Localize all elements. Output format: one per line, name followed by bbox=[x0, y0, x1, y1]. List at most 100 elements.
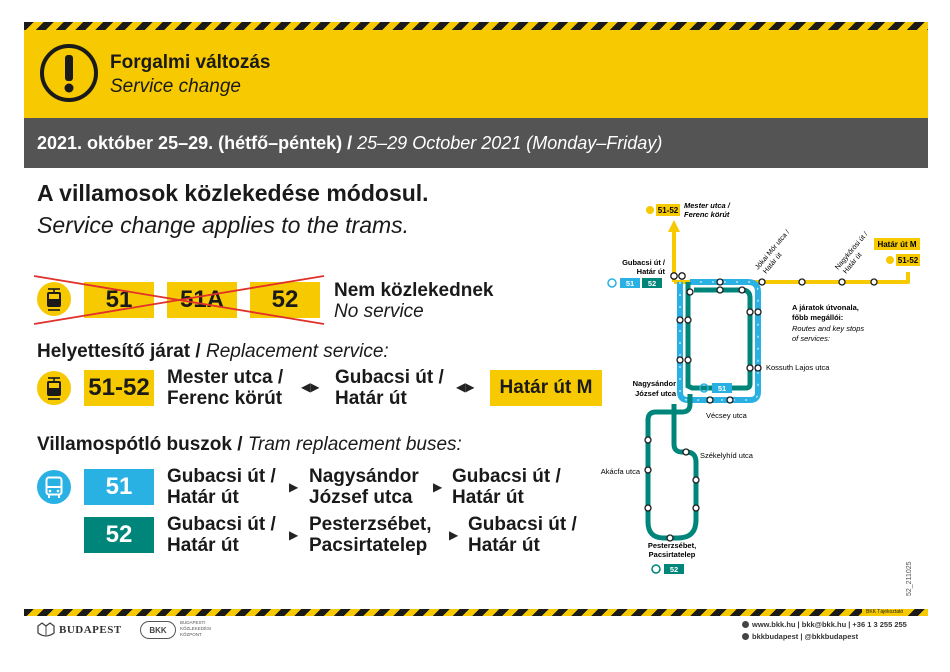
map-bus51-badge-nagysandor bbox=[712, 383, 732, 393]
tram-route-line bbox=[672, 230, 910, 284]
replacement-stop-2-line2: Határ út bbox=[335, 388, 407, 409]
footer-hazard-stripe bbox=[24, 609, 928, 616]
cancelled-status-en: No service bbox=[334, 301, 424, 322]
bus51-stop-b-line1: Nagysándor bbox=[309, 466, 419, 487]
replacement-heading-hu: Helyettesítő járat bbox=[37, 341, 191, 362]
bus52-stop-a-line2: Határ út bbox=[167, 535, 239, 556]
bus51-stop-a-line1: Gubacsi út / bbox=[167, 466, 276, 487]
bus52-stop-c-line1: Gubacsi út / bbox=[468, 514, 577, 535]
bus52-stop-c: Gubacsi út / Határ út bbox=[468, 514, 577, 556]
bidirectional-arrow-icon: ◀▶ bbox=[456, 380, 475, 394]
page-subtitle: Service change bbox=[110, 76, 241, 97]
bkk-full-name: BUDAPESTI KÖZLEKEDÉSI KÖZPONT bbox=[180, 620, 212, 637]
map-bus-icon bbox=[651, 564, 661, 574]
date-hu: 2021. október 25–29. (hétfő–péntek) bbox=[37, 133, 343, 153]
bus-icon bbox=[36, 469, 72, 505]
map-bus52-badge-pesterzsebet bbox=[664, 564, 684, 574]
bus52-stop-b: Pesterzsébet, Pacsirtatelep bbox=[309, 514, 432, 556]
bus51-route-line bbox=[677, 279, 761, 403]
date-separator: / bbox=[342, 133, 358, 153]
map-label-nagysandor-2: József utca bbox=[635, 389, 677, 398]
budapest-crest-icon bbox=[36, 622, 56, 638]
replacement-heading-sep: / bbox=[190, 341, 206, 362]
map-bus-icon bbox=[607, 278, 617, 288]
map-label-nagysandor-1: Nagysándor bbox=[633, 379, 676, 388]
map-label-mester-1: Mester utca / bbox=[684, 201, 731, 210]
tram-icon bbox=[36, 370, 72, 406]
bus-route-51: 51 bbox=[84, 469, 154, 505]
bus51-stop-c-line1: Gubacsi út / bbox=[452, 466, 561, 487]
buses-heading-hu: Villamospótló buszok bbox=[37, 434, 232, 455]
replacement-heading: Helyettesítő járat / Replacement service… bbox=[37, 341, 389, 363]
bus51-stop-a-line2: Határ út bbox=[167, 487, 239, 508]
replacement-stop-1-line1: Mester utca / bbox=[167, 367, 284, 388]
footer-social: bkkbudapest | @bkkbudapest bbox=[752, 632, 859, 641]
map-tram-icon bbox=[646, 206, 654, 214]
arrow-right-icon: ▶ bbox=[433, 480, 443, 494]
cancelled-status-hu: Nem közlekednek bbox=[334, 280, 494, 301]
bus-route-52: 52 bbox=[84, 517, 154, 553]
intro-en: Service change applies to the trams. bbox=[37, 212, 410, 238]
map-bus51-text-nagysandor: 51 bbox=[718, 384, 726, 393]
stop-markers bbox=[644, 272, 878, 542]
cancelled-route-51: 51 bbox=[84, 282, 154, 318]
map-bus52-text-gubacsi: 52 bbox=[648, 279, 656, 288]
map-tram-badge-hatar bbox=[896, 254, 920, 266]
intro-hu: A villamosok közlekedése módosul. bbox=[37, 180, 429, 206]
map-bus52-text-pesterzsebet: 52 bbox=[670, 565, 678, 574]
replacement-stop-2: Gubacsi út / Határ út bbox=[335, 367, 444, 409]
map-label-hatar-m: Határ út M bbox=[877, 240, 916, 249]
footer-small-tag: BKK Tájékoztató bbox=[862, 609, 908, 616]
replacement-route-badge: 51-52 bbox=[84, 370, 154, 406]
header-hazard-stripe bbox=[24, 22, 928, 30]
date-text: 2021. október 25–29. (hétfő–péntek) / 25… bbox=[37, 133, 662, 154]
bus51-stop-a: Gubacsi út / Határ út bbox=[167, 466, 276, 508]
document-code: 52_211025 bbox=[906, 561, 913, 596]
bus51-stop-c-line2: Határ út bbox=[452, 487, 524, 508]
bidirectional-arrow-icon: ◀▶ bbox=[301, 380, 320, 394]
map-bus51-badge-gubacsi bbox=[620, 278, 640, 288]
map-label-gubacsi-2: Határ út bbox=[637, 267, 666, 276]
map-label-akacfa: Akácfa utca bbox=[601, 467, 641, 476]
bus51-stop-b: Nagysándor József utca bbox=[309, 466, 419, 508]
map-label-pesterzsebet-2: Pacsirtatelep bbox=[649, 550, 696, 559]
bus52-stop-b-line2: Pacsirtatelep bbox=[309, 535, 428, 556]
budapest-logo-text: BUDAPEST bbox=[59, 624, 122, 636]
map-hatar-m-badge bbox=[874, 238, 920, 250]
map-legend-2: főbb megállói: bbox=[792, 313, 843, 322]
social-icon bbox=[742, 633, 749, 640]
arrow-right-icon: ▶ bbox=[289, 480, 299, 494]
warning-icon bbox=[38, 42, 100, 104]
footer-contacts: www.bkk.hu | bkk@bkk.hu | +36 1 3 255 25… bbox=[752, 620, 907, 629]
map-legend-1: A járatok útvonala, bbox=[792, 303, 859, 312]
map-legend-4: of services: bbox=[792, 334, 830, 343]
buses-heading: Villamospótló buszok / Tram replacement … bbox=[37, 434, 462, 456]
map-bus51-text-gubacsi: 51 bbox=[626, 279, 634, 288]
map-bus-icon bbox=[699, 383, 709, 393]
map-label-pesterzsebet-1: Pesterzsébet, bbox=[648, 541, 696, 550]
date-en: 25–29 October 2021 (Monday–Friday) bbox=[357, 133, 663, 153]
replacement-stop-3: Határ út M bbox=[490, 370, 602, 406]
tram-icon-cancelled bbox=[36, 281, 72, 317]
map-tram-badge-hatar-text: 51-52 bbox=[898, 256, 919, 265]
map-bus52-badge-gubacsi bbox=[642, 278, 662, 288]
buses-heading-sep: / bbox=[231, 434, 248, 455]
map-label-szekelyhid: Székelyhíd utca bbox=[700, 451, 754, 460]
bus51-stop-b-line2: József utca bbox=[309, 487, 413, 508]
route-map: 51-52 Mester utca / Ferenc körút Gubacsi… bbox=[601, 201, 920, 574]
buses-heading-en: Tram replacement buses: bbox=[247, 434, 462, 455]
bus52-route-line bbox=[645, 282, 753, 541]
map-label-vecsey: Vécsey utca bbox=[706, 411, 748, 420]
bus52-stop-a: Gubacsi út / Határ út bbox=[167, 514, 276, 556]
map-tram-badge-mester bbox=[656, 204, 680, 216]
replacement-stop-1-line2: Ferenc körút bbox=[167, 388, 283, 409]
info-icon bbox=[742, 621, 749, 628]
bus52-stop-b-line1: Pesterzsébet, bbox=[309, 514, 432, 535]
cancelled-route-52: 52 bbox=[250, 282, 320, 318]
replacement-stop-2-line1: Gubacsi út / bbox=[335, 367, 444, 388]
map-label-mester-2: Ferenc körút bbox=[684, 210, 730, 219]
map-label-gubacsi-1: Gubacsi út / bbox=[622, 258, 666, 267]
strike-lines bbox=[33, 275, 325, 325]
map-legend-3: Routes and key stops bbox=[792, 324, 864, 333]
arrow-right-icon: ▶ bbox=[289, 528, 299, 542]
